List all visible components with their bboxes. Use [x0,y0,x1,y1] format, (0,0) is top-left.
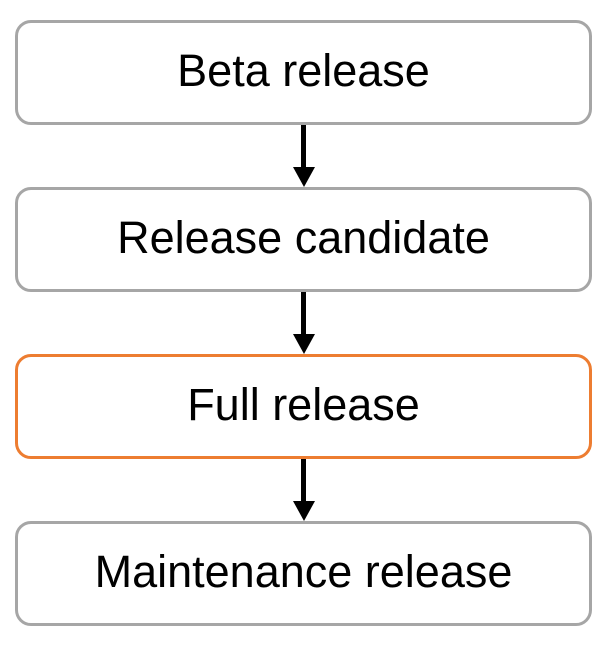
flow-node-label: Full release [187,379,420,430]
connector-arrow-2 [15,292,592,354]
connector-arrow-1 [15,125,592,187]
flow-node-maintenance-release: Maintenance release [15,521,592,626]
arrow-head-down-icon [292,334,315,354]
flow-node-beta-release: Beta release [15,20,592,125]
arrow-shaft [301,292,306,334]
arrow-shaft [301,459,306,501]
flow-node-label: Release candidate [117,212,490,263]
arrow-head-down-icon [292,167,315,187]
flow-node-label: Beta release [177,45,430,96]
flow-node-label: Maintenance release [94,546,513,597]
flow-node-release-candidate: Release candidate [15,187,592,292]
arrow-shaft [301,125,306,167]
flow-node-full-release: Full release [15,354,592,459]
connector-arrow-3 [15,459,592,521]
arrow-head-down-icon [292,501,315,521]
